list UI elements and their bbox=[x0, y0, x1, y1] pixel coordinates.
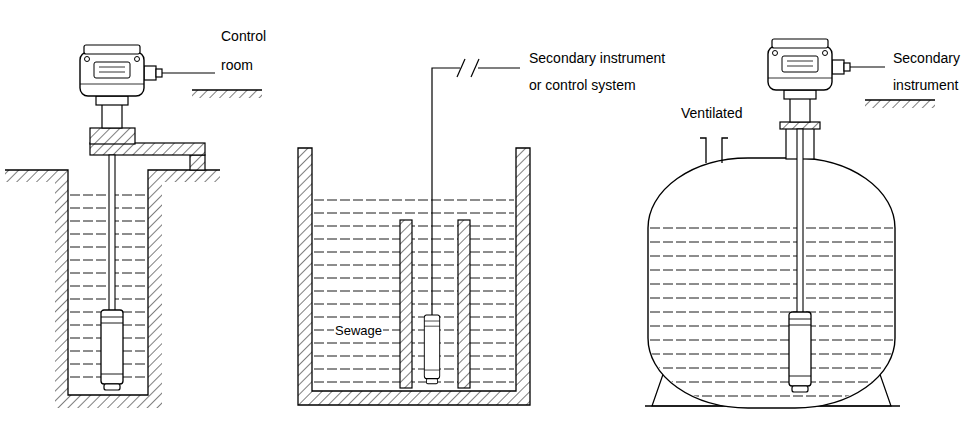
pit-installation bbox=[90, 143, 205, 155]
vessel-installation bbox=[865, 99, 935, 100]
sewage-tank-installation bbox=[432, 68, 520, 316]
pit-installation bbox=[55, 170, 68, 408]
pit-installation bbox=[190, 155, 205, 170]
vessel-installation bbox=[850, 66, 885, 67]
pit-installation bbox=[162, 72, 215, 73]
pit-installation bbox=[90, 128, 135, 144]
pit-installation bbox=[55, 395, 162, 408]
sewage-tank-installation bbox=[471, 59, 479, 77]
label-slot: Secondary instrument or control system bbox=[528, 45, 680, 99]
sewage-tank-installation bbox=[457, 59, 465, 77]
vessel-installation bbox=[700, 138, 728, 163]
annotation-label: Control room bbox=[220, 22, 278, 80]
label-slot: Control room bbox=[220, 22, 278, 80]
sewage-tank-installation bbox=[298, 148, 530, 405]
label-slot: Secondary instrument bbox=[892, 45, 972, 99]
pit-installation bbox=[80, 45, 162, 128]
sewage-tank-installation bbox=[400, 220, 412, 388]
annotation-label: Sewage bbox=[334, 323, 383, 339]
vessel-installation bbox=[780, 122, 820, 129]
pit-installation bbox=[101, 310, 123, 390]
annotation-label: Secondary instrument or control system bbox=[528, 45, 680, 99]
annotation-label: Ventilated bbox=[680, 104, 744, 122]
sewage-tank-installation bbox=[458, 220, 470, 388]
pit-installation bbox=[162, 170, 220, 182]
vessel-installation bbox=[789, 312, 811, 392]
sewage-tank-installation bbox=[298, 59, 530, 405]
sewage-tank-installation bbox=[424, 315, 439, 384]
pit-installation bbox=[192, 90, 262, 98]
sewage-tank-installation bbox=[314, 200, 514, 382]
pit-installation bbox=[148, 170, 162, 408]
label-slot: Ventilated bbox=[680, 104, 780, 122]
vessel-installation bbox=[865, 100, 935, 108]
vessel-installation bbox=[650, 228, 893, 396]
pit-installation bbox=[5, 170, 55, 182]
vessel-installation bbox=[648, 158, 895, 408]
label-slot: Sewage bbox=[334, 321, 404, 339]
annotation-label: Secondary instrument bbox=[892, 45, 972, 99]
vessel-installation bbox=[797, 129, 803, 313]
pit-installation bbox=[192, 89, 262, 90]
vessel-installation bbox=[768, 39, 850, 122]
pit-installation bbox=[109, 155, 115, 311]
pit-installation bbox=[5, 45, 262, 408]
